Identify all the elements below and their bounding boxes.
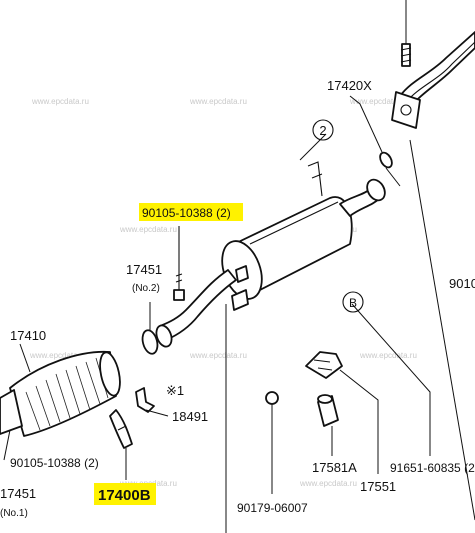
- circled-ref-2-label: 2: [319, 123, 326, 138]
- highlight-90105-10388: [139, 203, 243, 221]
- catalytic-converter-part: [0, 343, 121, 437]
- grommet-90179-06007: [265, 391, 279, 494]
- circled-ref-b: B: [342, 291, 364, 313]
- label-17451-no2: 17451: [126, 262, 162, 277]
- label-17551: 17551: [360, 479, 396, 494]
- watermark-1: www.epcdata.ru: [31, 97, 89, 106]
- label-17410: 17410: [10, 328, 46, 343]
- watermark-2: www.epcdata.ru: [189, 97, 247, 106]
- bracket-17400b: [109, 409, 133, 480]
- muffler-part: [155, 161, 386, 533]
- label-17451-no1: 17451: [0, 486, 36, 501]
- part-labels: 90105-10388 (2) 17420X 17451 (No.2) 1741…: [0, 78, 475, 519]
- gasket-17451-no2: [141, 302, 159, 355]
- watermarks: www.epcdata.ru www.epcdata.ru www.epcdat…: [29, 97, 417, 488]
- label-17400b: 17400B: [98, 487, 151, 504]
- gasket-17420x: [379, 151, 393, 169]
- bolt-90105-10388-upper: [173, 226, 185, 301]
- circled-ref-2: 2: [312, 119, 334, 141]
- label-note-1: ※1: [166, 383, 184, 398]
- tail-pipe-part: [391, 0, 475, 129]
- highlight-17400b: [94, 483, 156, 505]
- label-17420x: 17420X: [327, 78, 372, 93]
- watermark-6: www.epcdata.ru: [29, 351, 87, 360]
- label-90105-10388-lower: 90105-10388 (2): [10, 456, 99, 470]
- label-91651-60835: 91651-60835 (2): [390, 461, 475, 475]
- label-no2: (No.2): [132, 283, 160, 294]
- watermark-8: www.epcdata.ru: [359, 351, 417, 360]
- label-18491: 18491: [172, 409, 208, 424]
- label-no1: (No.1): [0, 508, 28, 519]
- label-90179-06007: 90179-06007: [237, 501, 308, 515]
- label-17581a: 17581A: [312, 460, 357, 475]
- hanger-17551: [305, 351, 379, 474]
- circled-ref-b-label: B: [349, 296, 357, 310]
- label-9010: 9010: [449, 276, 475, 291]
- bracket-18491: [135, 387, 169, 417]
- watermark-3: www.epcdata.ru: [349, 97, 407, 106]
- insulator-17581a: [317, 394, 339, 456]
- watermark-4: www.epcdata.ru: [119, 225, 177, 234]
- leader-lines: [3, 95, 475, 521]
- label-90105-10388-highlighted: 90105-10388 (2): [142, 206, 231, 220]
- watermark-7: www.epcdata.ru: [189, 351, 247, 360]
- watermark-10: www.epcdata.ru: [299, 479, 357, 488]
